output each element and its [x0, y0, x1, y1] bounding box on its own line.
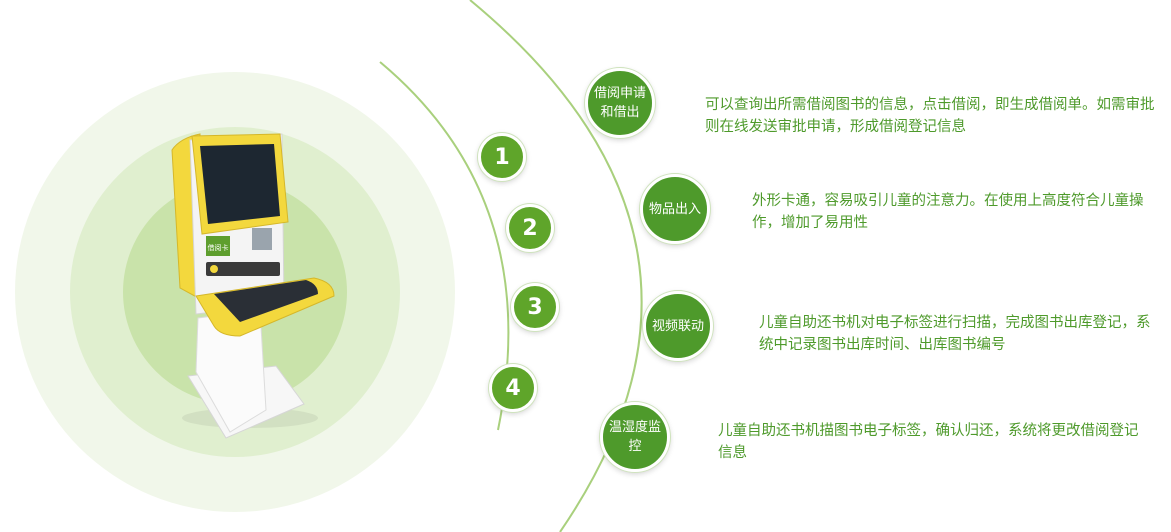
step-2-badge[interactable]: 2 — [506, 204, 554, 252]
kiosk-image: 借阅卡 — [171, 133, 335, 439]
feature-video-description: 儿童自助还书机对电子标签进行扫描，完成图书出库登记，系统中记录图书出库时间、出库… — [759, 315, 1151, 353]
card-reader — [206, 236, 230, 256]
feature-items-circle[interactable]: 物品出入 — [640, 174, 710, 244]
step-3-badge[interactable]: 3 — [511, 283, 559, 331]
step-3-label: 3 — [527, 294, 543, 320]
feature-borrow-circle[interactable]: 借阅申请和借出 — [585, 68, 655, 138]
step-2-label: 2 — [522, 215, 538, 241]
feature-humidity-title: 温湿度监控 — [608, 420, 661, 454]
feature-humidity-description: 儿童自助还书机描图书电子标签，确认归还，系统将更改借阅登记信息 — [718, 423, 1139, 461]
card-label: 借阅卡 — [208, 243, 229, 252]
feature-video-circle[interactable]: 视频联动 — [643, 291, 713, 361]
step-1-label: 1 — [494, 144, 510, 170]
feature-items-description: 外形卡通，容易吸引儿童的注意力。在使用上高度符合儿童操作，增加了易用性 — [752, 193, 1144, 231]
step-4-badge[interactable]: 4 — [489, 364, 537, 412]
feature-borrow-title: 借阅申请和借出 — [593, 86, 646, 120]
step-4-label: 4 — [505, 375, 521, 401]
feature-borrow-description: 可以查询出所需借阅图书的信息，点击借阅，即生成借阅单。如需审批则在线发送审批申请… — [705, 97, 1155, 135]
feature-video-title: 视频联动 — [651, 318, 704, 334]
step-1-badge[interactable]: 1 — [478, 133, 526, 181]
feature-humidity-circle[interactable]: 温湿度监控 — [600, 402, 670, 472]
feature-items-title: 物品出入 — [648, 201, 701, 217]
